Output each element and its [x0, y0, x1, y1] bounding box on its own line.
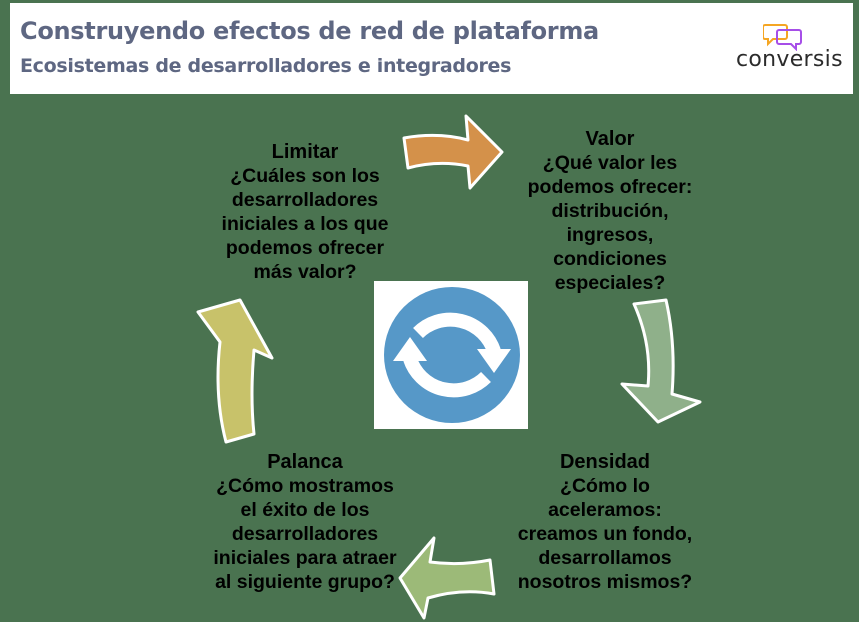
header-banner: Construyendo efectos de red de plataform… [10, 3, 853, 94]
stage-line: el éxito de los [240, 499, 370, 521]
stage-line: al siguiente grupo? [215, 571, 395, 593]
stage-heading: Valor [585, 128, 635, 150]
page-subtitle: Ecosistemas de desarrolladores e integra… [20, 55, 512, 77]
arrow-down-icon [620, 298, 702, 424]
stage-line: ¿Cómo lo [560, 475, 650, 497]
logo-text: conversis [736, 47, 843, 72]
stage-line: ingresos, [566, 224, 654, 246]
stage-line: especiales? [554, 272, 666, 294]
arrow-left-icon [398, 536, 496, 620]
page-title: Construyendo efectos de red de plataform… [20, 17, 599, 45]
stage-limitar: Limitar ¿Cuáles son los desarrolladores … [190, 140, 420, 284]
cycle-icon-box [374, 281, 528, 429]
arrow-up-icon [196, 298, 274, 444]
stage-line: creamos un fondo, [517, 523, 693, 545]
stage-line: podemos ofrecer: [527, 176, 693, 198]
stage-line: condiciones [553, 248, 667, 270]
stage-line: desarrolladores [231, 523, 379, 545]
stage-line: aceleramos: [548, 499, 662, 521]
stage-line: iniciales para atraer [213, 547, 397, 569]
speech-bubbles-icon [763, 24, 802, 51]
refresh-cycle-icon [384, 287, 520, 423]
stage-valor: Valor ¿Qué valor les podemos ofrecer: di… [500, 127, 720, 295]
stage-densidad: Densidad ¿Cómo lo aceleramos: creamos un… [490, 450, 720, 594]
stage-heading: Densidad [559, 451, 651, 473]
stage-line: nosotros mismos? [517, 571, 693, 593]
stage-palanca: Palanca ¿Cómo mostramos el éxito de los … [180, 450, 430, 594]
stage-line: ¿Qué valor les [542, 152, 678, 174]
stage-line: podemos ofrecer [225, 237, 385, 259]
stage-heading: Palanca [267, 451, 343, 473]
stage-line: desarrolladores [231, 189, 379, 211]
conversis-logo: conversis [733, 23, 843, 83]
stage-line: ¿Cómo mostramos [216, 475, 394, 497]
stage-line: ¿Cuáles son los [230, 165, 380, 187]
stage-line: distribución, [551, 200, 669, 222]
stage-line: desarrollamos [538, 547, 672, 569]
arrow-right-icon [402, 114, 504, 190]
stage-heading: Limitar [271, 141, 339, 163]
stage-line: más valor? [253, 261, 357, 283]
stage-line: iniciales a los que [221, 213, 389, 235]
